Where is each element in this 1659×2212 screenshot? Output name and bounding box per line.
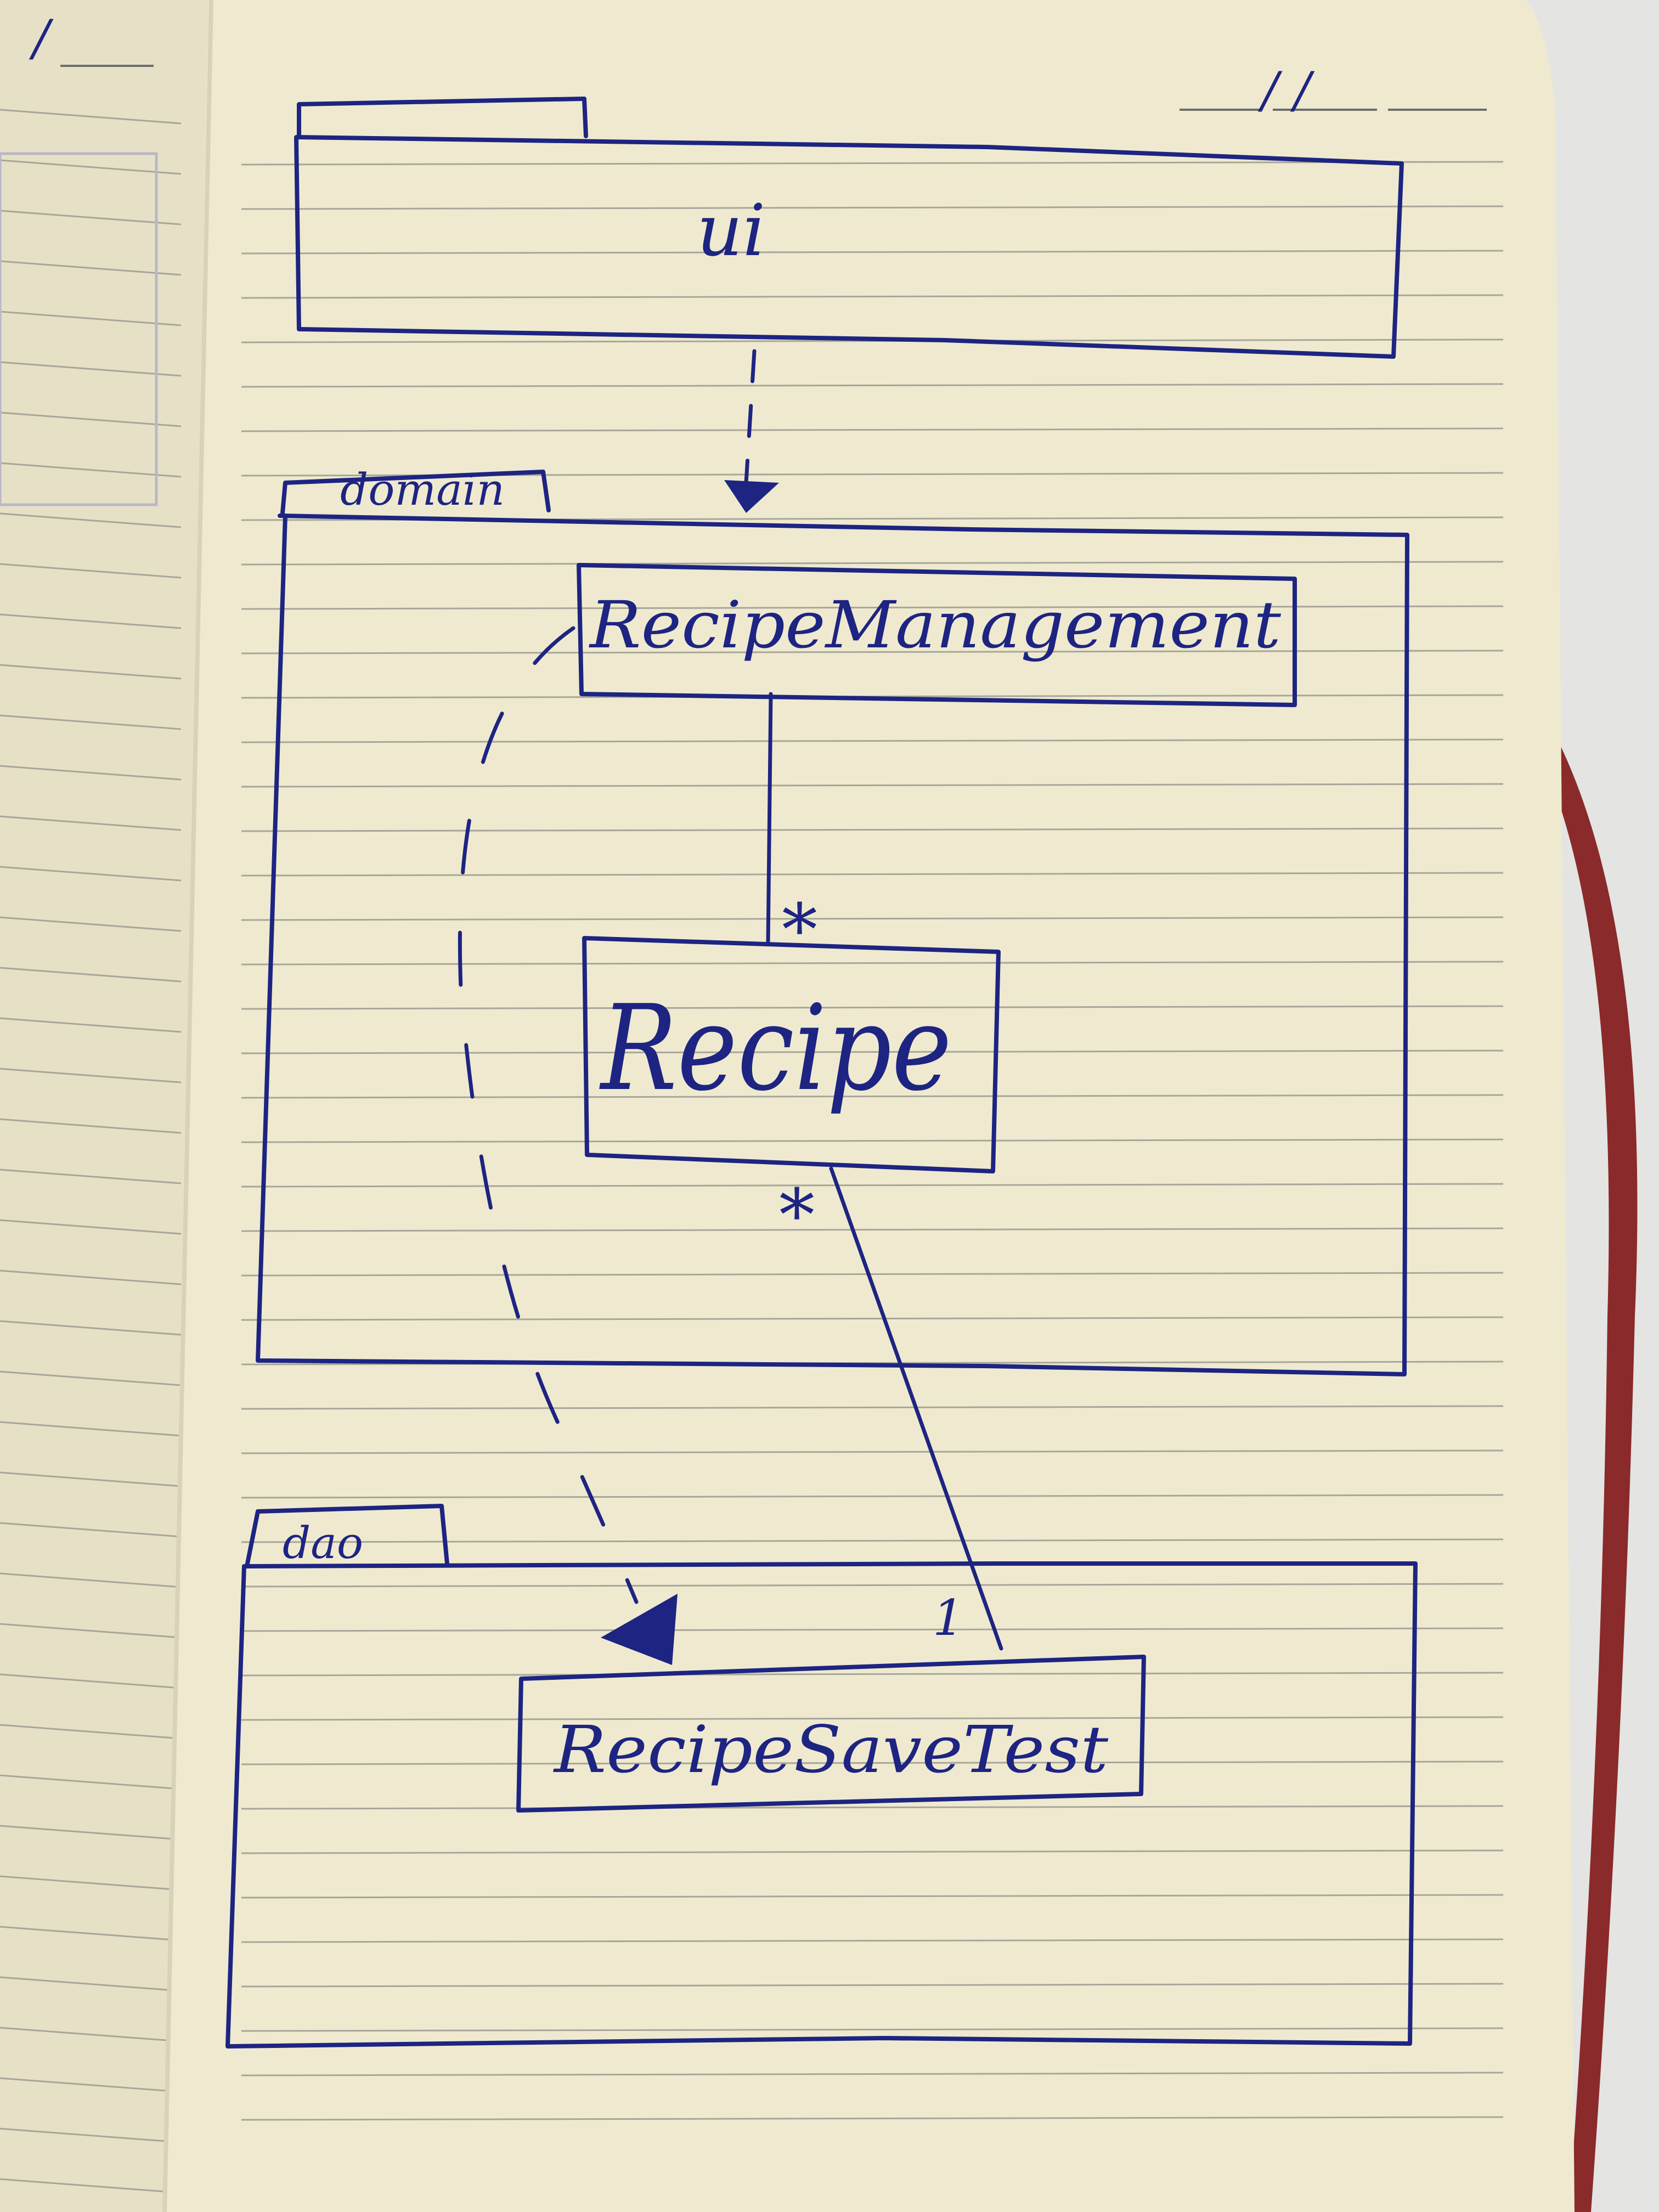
management-recipe-association: *	[766, 692, 817, 972]
management-savetest-dependency	[458, 626, 678, 1665]
ui-domain-dependency	[724, 349, 779, 513]
left-page-rules	[0, 109, 182, 2194]
bookmark-ribbon	[1542, 741, 1638, 2212]
recipe-save-test-label: RecipeSaveTest	[553, 1712, 1109, 1787]
dao-package-body	[225, 1561, 1418, 2049]
dao-package: dao	[225, 1504, 1418, 2049]
right-page	[165, 0, 1575, 2212]
recipe-label: Recipe	[599, 979, 952, 1117]
domain-package-label: domain	[340, 464, 505, 515]
ui-package-tab	[297, 97, 588, 139]
ui-package-body	[294, 135, 1404, 359]
savetest-side-multiplicity: 1	[933, 1589, 964, 1647]
domain-package-body	[256, 514, 1409, 1376]
ui-package-label: ui	[697, 189, 765, 272]
recipe-management-class: RecipeManagement	[577, 563, 1297, 707]
right-page-rules	[241, 161, 1504, 2121]
management-recipe-multiplicity: *	[782, 888, 817, 972]
recipe-side-multiplicity: *	[779, 1173, 815, 1257]
dependency-arrowhead-icon	[724, 480, 779, 513]
left-page-box	[0, 152, 158, 506]
domain-package: domain	[256, 464, 1409, 1376]
date-placeholder: / /	[1180, 61, 1487, 119]
dao-package-tab	[245, 1504, 449, 1568]
page-gutter	[162, 0, 213, 2212]
dao-package-label: dao	[283, 1517, 363, 1568]
recipe-savetest-association: * 1	[779, 1166, 1003, 1651]
dependency-arrowhead-icon	[601, 1594, 678, 1665]
domain-package-tab	[280, 470, 551, 515]
svg-text:/ /: / /	[1257, 61, 1315, 119]
recipe-save-test-class: RecipeSaveTest	[516, 1655, 1146, 1813]
recipe-class: Recipe	[582, 936, 1001, 1173]
ui-package: ui	[294, 97, 1404, 359]
recipe-management-label: RecipeManagement	[589, 587, 1282, 663]
